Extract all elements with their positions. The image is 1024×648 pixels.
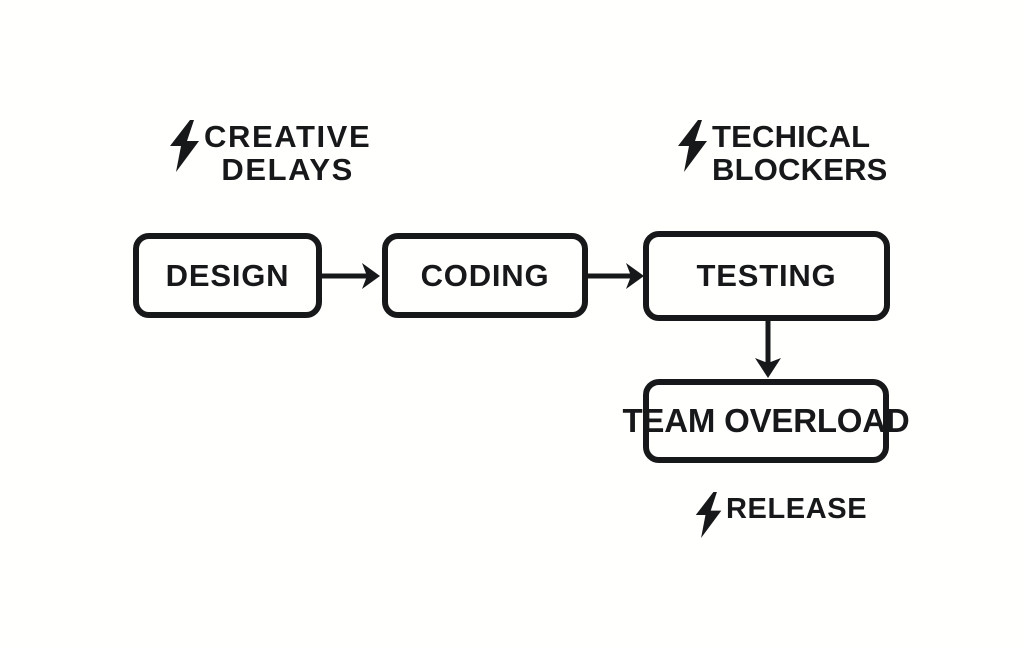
annotation-technical-blockers: TECHICAL BLOCKERS	[676, 120, 888, 187]
annotation-release: RELEASE	[694, 492, 867, 538]
node-coding[interactable]: CODING	[382, 233, 588, 318]
annotation-creative-delays: CREATIVE DELAYS	[168, 120, 371, 187]
arrow-coding-to-testing-icon	[584, 263, 644, 289]
annotation-release-label: RELEASE	[726, 493, 868, 525]
node-testing-label: TESTING	[696, 258, 837, 293]
lightning-bolt-icon	[170, 120, 199, 172]
node-coding-label: CODING	[420, 257, 550, 293]
lightning-bolt-icon	[678, 120, 707, 172]
annotation-technical-blockers-label: TECHICAL BLOCKERS	[712, 119, 888, 188]
node-design-label: DESIGN	[165, 257, 290, 293]
node-design[interactable]: DESIGN	[133, 233, 322, 318]
arrow-design-to-coding-icon	[320, 263, 380, 289]
lightning-bolt-icon	[695, 492, 722, 538]
arrow-testing-to-team-overload-icon	[755, 316, 781, 378]
node-team-overload[interactable]: TEAM OVERLOAD	[622, 379, 910, 463]
node-testing[interactable]: TESTING	[643, 231, 890, 321]
annotation-creative-delays-label: CREATIVE DELAYS	[204, 119, 372, 188]
node-team-overload-label: TEAM OVERLOAD	[622, 402, 910, 439]
